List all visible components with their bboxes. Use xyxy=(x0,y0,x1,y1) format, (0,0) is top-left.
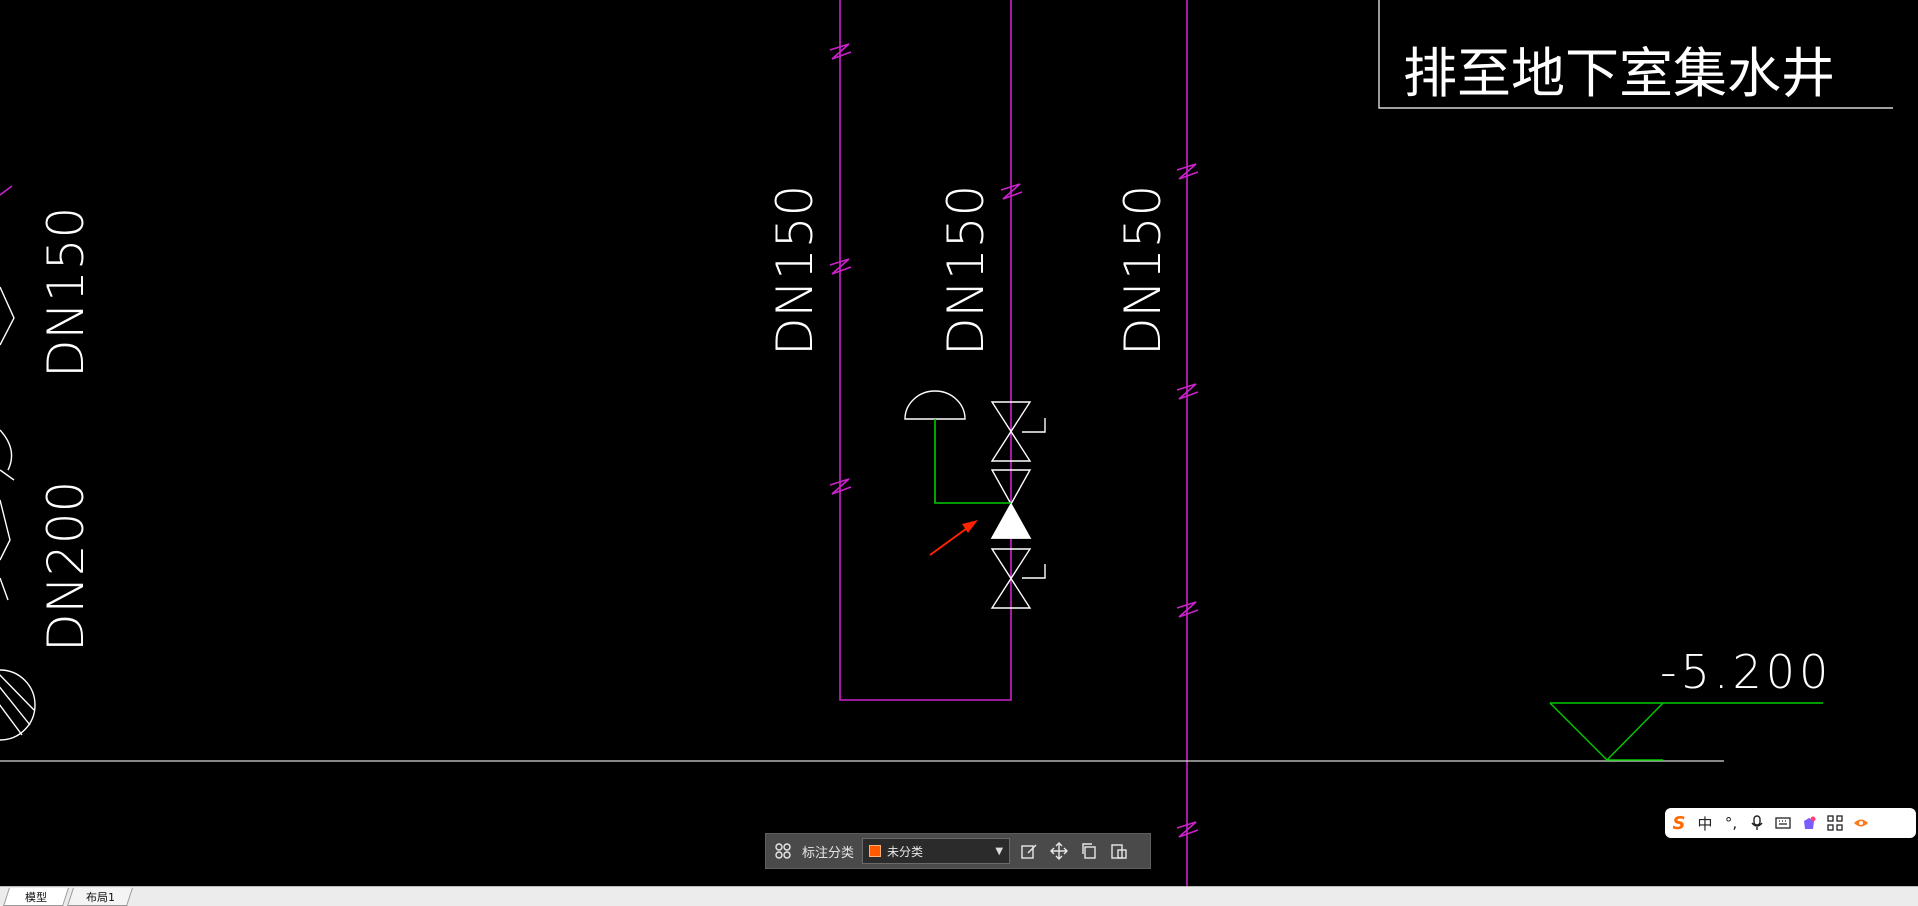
gate-valve-lower xyxy=(990,548,1032,609)
red-arrow-annotation xyxy=(929,520,978,556)
annotation-category-label: 标注分类 xyxy=(802,845,855,861)
break-mark xyxy=(829,258,852,275)
break-mark xyxy=(0,185,13,196)
copy-icon[interactable] xyxy=(1078,840,1100,862)
note-text: 排至地下室集水井 xyxy=(1403,42,1835,105)
move-icon[interactable] xyxy=(1048,840,1070,862)
note-box: 排至地下室集水井 xyxy=(1378,0,1893,109)
annotation-category-select[interactable]: 未分类 ▼ xyxy=(862,838,1011,864)
pipe-left xyxy=(839,0,1012,701)
apps-icon[interactable] xyxy=(1827,815,1843,831)
gauge-dome xyxy=(904,390,966,420)
tool-icon[interactable] xyxy=(1853,816,1869,830)
elevation-text: -5.200 xyxy=(1660,645,1832,699)
break-mark xyxy=(1176,163,1199,180)
break-mark xyxy=(1176,383,1199,400)
tab-model[interactable]: 模型 xyxy=(3,888,69,906)
microphone-icon[interactable] xyxy=(1749,815,1765,831)
pipe-size-label: DN150 xyxy=(937,185,995,356)
annotation-toolbar: 标注分类 未分类 ▼ xyxy=(765,833,1151,869)
pipe-size-label: DN150 xyxy=(1114,185,1172,356)
chevron-down-icon: ▼ xyxy=(995,845,1004,857)
ime-mode-toggle[interactable]: 中 xyxy=(1697,814,1713,833)
break-mark xyxy=(1176,821,1199,838)
break-mark xyxy=(829,43,852,60)
grid-icon[interactable] xyxy=(772,840,794,862)
break-mark xyxy=(829,478,852,495)
break-mark xyxy=(1176,601,1199,618)
ime-toolbar: S 中 °, xyxy=(1665,808,1916,838)
keyboard-icon[interactable] xyxy=(1775,816,1791,830)
gauge-connector xyxy=(934,419,1011,504)
ime-logo[interactable]: S xyxy=(1672,812,1686,834)
partial-left-symbols xyxy=(0,286,36,741)
skin-icon[interactable] xyxy=(1801,815,1817,831)
pipe-size-label: DN150 xyxy=(37,207,95,378)
annotation-category-value: 未分类 xyxy=(887,844,924,859)
valve-assembly xyxy=(904,390,1046,609)
layout-tab-strip: 模型 布局1 xyxy=(0,886,1918,906)
pipe-size-label: DN150 xyxy=(766,185,824,356)
tab-layout1[interactable]: 布局1 xyxy=(67,888,133,906)
cad-drawing-canvas[interactable]: DN150 DN150 DN150 DN150 DN200 排至地下室集水井 -… xyxy=(0,0,1918,886)
pipe-size-label: DN200 xyxy=(37,481,95,652)
paste-icon[interactable] xyxy=(1108,840,1130,862)
tab-model-label: 模型 xyxy=(25,890,48,904)
elevation-marker: -5.200 xyxy=(1549,645,1832,761)
ime-punctuation-toggle[interactable]: °, xyxy=(1724,814,1738,832)
gate-valve-upper xyxy=(990,401,1032,462)
pipes xyxy=(0,0,1199,886)
break-mark xyxy=(1000,183,1023,200)
tab-layout1-label: 布局1 xyxy=(85,890,115,904)
category-color-swatch xyxy=(869,845,882,857)
edit-icon[interactable] xyxy=(1018,840,1040,862)
